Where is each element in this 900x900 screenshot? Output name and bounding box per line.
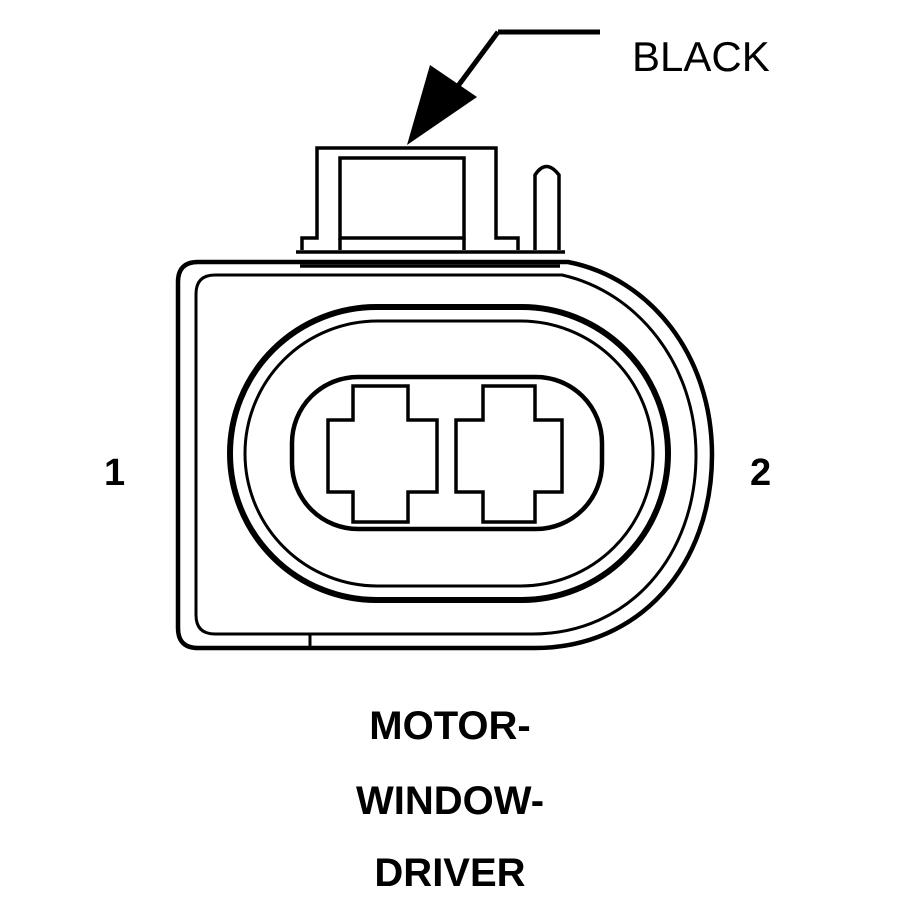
top-rail (296, 250, 565, 268)
connector-housing-inner (194, 273, 698, 636)
wire-color-label: BLACK (632, 33, 770, 80)
key-post (533, 164, 561, 250)
terminal-insert (289, 374, 605, 532)
terminal-cavity-1 (326, 384, 439, 524)
arrowhead (407, 65, 477, 145)
color-leader-arrow (407, 29, 600, 145)
seal-ring-outer (227, 304, 671, 603)
connector-name-line-3: DRIVER (374, 851, 526, 895)
seal-ring-inner (243, 319, 655, 588)
leader-line-diagonal (452, 30, 501, 92)
connector-name-line-2: WINDOW- (355, 779, 545, 823)
connector-housing-outer (175, 259, 715, 651)
terminal-cavity-2 (454, 384, 564, 524)
pin-1-label: 1 (104, 452, 126, 494)
connector-name-line-1: MOTOR- (369, 704, 531, 748)
pin-2-label: 2 (750, 452, 772, 494)
locking-tab (300, 146, 520, 250)
